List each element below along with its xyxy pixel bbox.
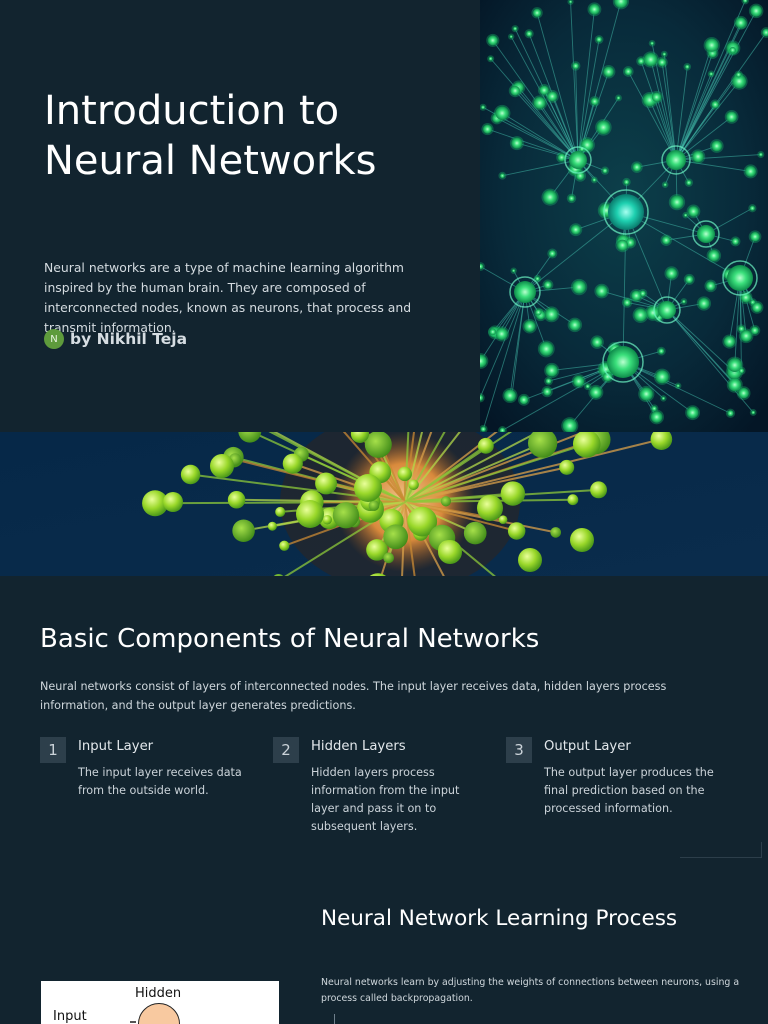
diagram-label-hidden: Hidden	[135, 986, 182, 1001]
step-number-badge: 2	[273, 737, 299, 763]
components-description: Neural networks consist of layers of int…	[40, 680, 667, 712]
learning-description: Neural networks learn by adjusting the w…	[321, 977, 740, 1004]
text-caret	[334, 1014, 335, 1024]
component-body: The output layer produces the final pred…	[544, 766, 714, 815]
network-diagram: Hidden Input	[41, 981, 279, 1024]
title-slide: Introduction to Neural Networks Neural n…	[0, 0, 768, 432]
intro-paragraph: Neural networks are a type of machine le…	[44, 260, 412, 335]
page-title: Introduction to Neural Networks	[44, 88, 377, 184]
component-body: Hidden layers process information from t…	[311, 766, 460, 833]
component-body: The input layer receives data from the o…	[78, 766, 242, 797]
author-line: N by Nikhil Teja	[44, 329, 187, 349]
diagram-node	[138, 1003, 180, 1024]
component-title: Input Layer	[78, 739, 154, 754]
step-number-badge: 1	[40, 737, 66, 763]
section-heading-components: Basic Components of Neural Networks	[40, 624, 540, 654]
step-number-badge: 3	[506, 737, 532, 763]
component-title: Hidden Layers	[311, 739, 406, 754]
diagram-label-input: Input	[53, 1009, 87, 1024]
slide-divider-tick	[761, 842, 762, 857]
diagram-edge	[130, 1021, 136, 1023]
neuron-banner-image	[0, 432, 768, 576]
slide-divider	[680, 857, 762, 858]
avatar: N	[44, 329, 64, 349]
section-heading-learning: Neural Network Learning Process	[321, 906, 678, 931]
neural-network-hero-image	[480, 0, 768, 432]
author-name: by Nikhil Teja	[70, 330, 188, 348]
component-title: Output Layer	[544, 739, 631, 754]
